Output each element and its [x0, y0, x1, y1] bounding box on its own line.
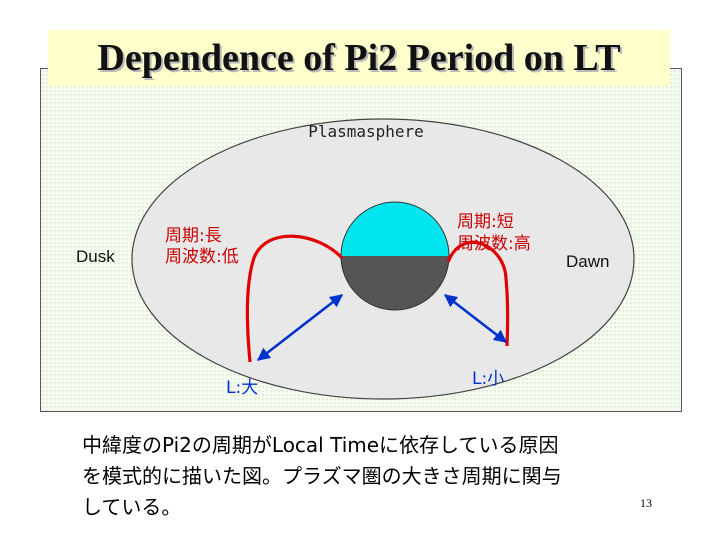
dusk-frequency-label: 周波数:低: [165, 247, 239, 267]
dawn-frequency-label: 周波数:高: [457, 234, 531, 254]
caption-line: している。: [82, 495, 182, 519]
dusk-label: Dusk: [76, 247, 115, 266]
dawn-field-line: [446, 240, 510, 347]
slide-number: 13: [640, 496, 652, 510]
caption-line: を模式的に描いた図。プラズマ圏の大きさ周期に関与: [82, 464, 562, 488]
title-banner: Dependence of Pi2 Period on LT: [48, 30, 670, 86]
dusk-L-arrow: [256, 293, 344, 362]
caption-text: 中緯度のPi2の周期がLocal Timeに依存している原因 を模式的に描いた図…: [82, 430, 642, 523]
plasmasphere-label: Plasmasphere: [308, 122, 424, 141]
dusk-period-label: 周期:長: [165, 226, 222, 246]
dawn-L-label: L:小: [472, 369, 504, 389]
caption-line: 中緯度のPi2の周期がLocal Timeに依存している原因: [82, 433, 559, 457]
dawn-L-arrow: [443, 293, 508, 344]
dawn-period-label: 周期:短: [457, 212, 514, 232]
dawn-label: Dawn: [566, 252, 609, 271]
slide-title: Dependence of Pi2 Period on LT: [97, 37, 621, 79]
dusk-L-label: L:大: [226, 378, 258, 398]
dusk-field-line: [245, 234, 344, 363]
